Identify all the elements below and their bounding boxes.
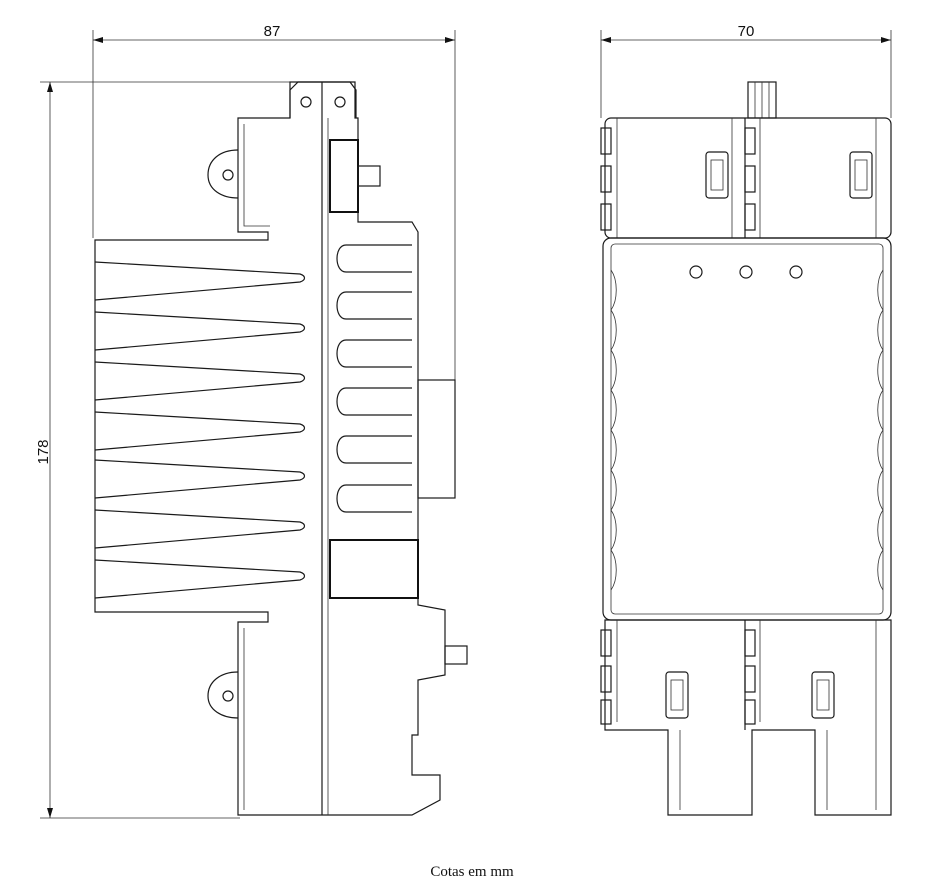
side-view (94, 81, 468, 816)
dimension-front-width: 70 (600, 23, 892, 118)
front-width-label: 70 (738, 23, 755, 40)
units-caption: Cotas em mm (430, 864, 514, 880)
dimension-side-width: 87 (92, 23, 456, 380)
front-view (600, 81, 892, 816)
height-label: 178 (35, 439, 52, 464)
side-width-label: 87 (264, 23, 281, 40)
dimension-height: 178 (35, 81, 290, 819)
